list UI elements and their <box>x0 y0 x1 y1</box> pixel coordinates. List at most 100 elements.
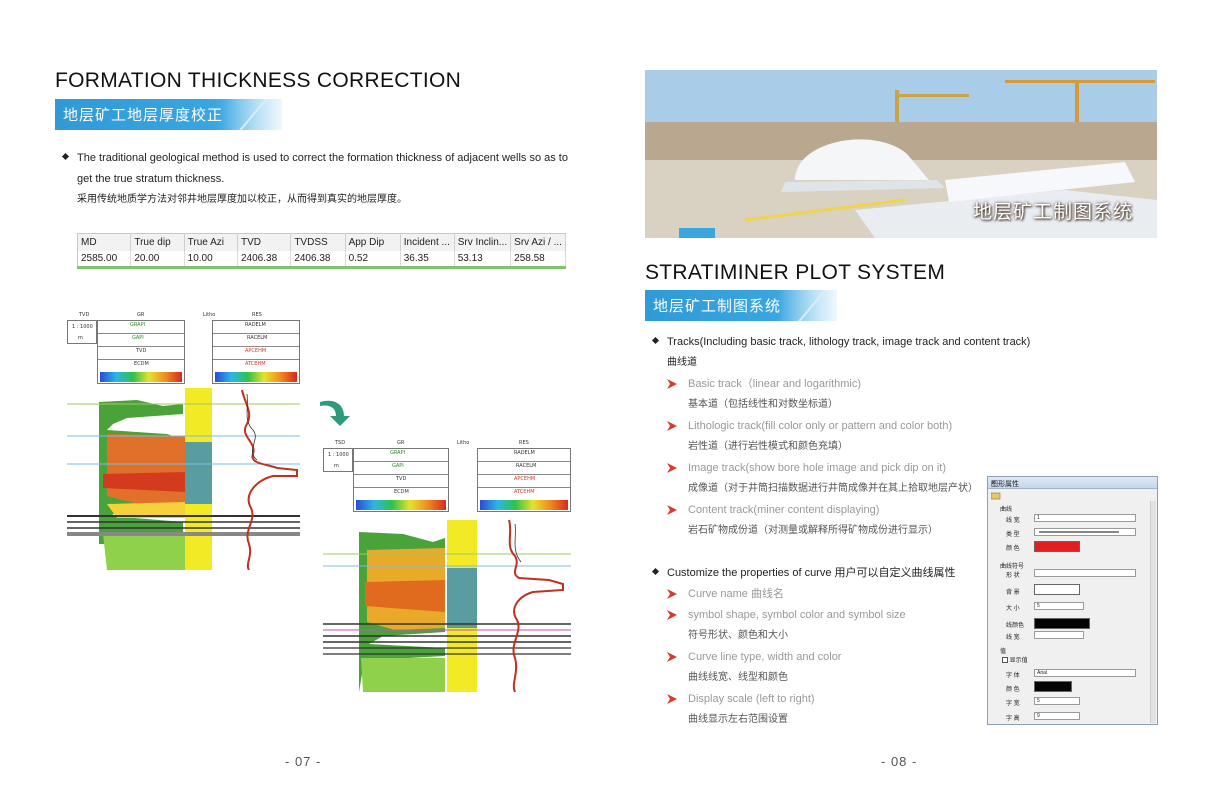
hdr-line <box>478 487 570 488</box>
log2-unit: m <box>334 463 339 469</box>
col-incident[interactable]: Incident ... <box>400 233 455 251</box>
close-icon[interactable]: × <box>991 478 996 487</box>
cell-true-azi: 10.00 <box>184 250 238 268</box>
log1-curve-apc: APCEHM <box>245 348 267 354</box>
col-app-dip[interactable]: App Dip <box>345 233 401 251</box>
section-title-plot: STRATIMINER PLOT SYSTEM <box>645 261 946 284</box>
chevron-right-icon <box>667 694 677 704</box>
hdr-line <box>98 333 184 334</box>
hdr-line <box>478 474 570 475</box>
cell-md: 2585.00 <box>77 250 132 268</box>
log1-col-litho: Litho <box>203 312 216 318</box>
label-font: 字 体 <box>1006 673 1020 679</box>
page-07: FORMATION THICKNESS CORRECTION 地层矿工地层厚度校… <box>0 0 603 811</box>
line-sample-icon <box>1039 531 1119 533</box>
log2-col-litho: Litho <box>457 440 470 446</box>
label-curve-color: 颜 色 <box>1006 546 1020 552</box>
curve-item-en: Display scale (left to right) <box>688 693 815 705</box>
font-width-stepper[interactable]: 5 <box>1034 697 1080 705</box>
banner-fade <box>777 290 837 321</box>
col-md[interactable]: MD <box>77 233 132 251</box>
log2-tracks-graphic <box>323 512 571 692</box>
track-item-cn: 岩性道（进行岩性模式和颜色充填） <box>688 441 848 452</box>
chevron-right-icon <box>667 421 677 431</box>
show-value-checkbox[interactable]: 显示值 <box>1002 655 1028 664</box>
symbol-shape-select[interactable] <box>1034 569 1136 577</box>
chevron-right-icon <box>667 652 677 662</box>
log2-gr-header: GRAPI GAPI TVD ECDM <box>353 448 449 512</box>
banner-text: 地层矿工地层厚度校正 <box>63 107 224 124</box>
hdr-line <box>354 487 448 488</box>
track-item-en: Lithologic track(fill color only or patt… <box>688 420 953 432</box>
bullet-icon <box>651 567 660 576</box>
cell-app-dip: 0.52 <box>345 250 401 268</box>
cell-srv-azi: 258.58 <box>510 250 566 268</box>
track-item-cn: 成像道（对于井筒扫描数据进行井筒成像并在其上拾取地层产状） <box>688 483 978 494</box>
col-true-azi[interactable]: True Azi <box>184 233 238 251</box>
bullet-text: Tracks(Including basic track, lithology … <box>667 336 1031 348</box>
curve-color-swatch[interactable] <box>1034 541 1080 552</box>
line-type-select[interactable] <box>1034 528 1136 536</box>
symbol-linecolor-swatch[interactable] <box>1034 618 1090 629</box>
symbol-bg-swatch[interactable] <box>1034 584 1080 595</box>
col-true-dip[interactable]: True dip <box>130 233 185 251</box>
line-width-stepper[interactable]: 1 <box>1034 514 1136 522</box>
log1-curve-gapi: GAPI <box>132 335 144 341</box>
log2-scale-box: 1 : 1000 m <box>323 448 353 472</box>
folder-icon[interactable] <box>991 492 1001 500</box>
label-symbol-linecolor: 线颜色 <box>1006 623 1025 629</box>
font-color-swatch[interactable] <box>1034 681 1072 692</box>
bullet-text: Customize the properties of curve 用户可以自定… <box>667 567 956 579</box>
log2-curve-grapi: GRAPI <box>390 450 406 456</box>
font-height-stepper[interactable]: 9 <box>1034 712 1080 720</box>
symbol-linewidth-stepper[interactable] <box>1034 631 1084 639</box>
bullet-text: The traditional geological method is use… <box>77 152 568 164</box>
bullet-icon <box>651 336 660 345</box>
section-banner-formation: 地层矿工地层厚度校正 <box>55 99 282 130</box>
col-srv-inclin[interactable]: Srv Inclin... <box>454 233 512 251</box>
construction-scene-image <box>645 70 1157 238</box>
cell-incident: 36.35 <box>400 250 455 268</box>
symbol-size-stepper[interactable]: 5 <box>1034 602 1084 610</box>
log1-scale: 1 : 1000 <box>72 324 93 330</box>
bullet-correction-en: The traditional geological method is use… <box>61 151 568 165</box>
section-title-formation: FORMATION THICKNESS CORRECTION <box>55 69 462 92</box>
col-srv-azi[interactable]: Srv Azi / ... <box>510 233 566 251</box>
label-symbol-linewidth: 线 宽 <box>1006 635 1020 641</box>
hdr-line <box>478 461 570 462</box>
label-symbol-shape: 形 状 <box>1006 573 1020 579</box>
curve-item-cn: 曲线线宽、线型和颜色 <box>688 672 788 683</box>
log1-curve-ecdm: ECDM <box>134 361 149 367</box>
table-row[interactable]: 2585.00 20.00 10.00 2406.38 2406.38 0.52… <box>77 250 566 268</box>
chevron-right-icon <box>667 379 677 389</box>
log2-curve-rac: RACELM <box>516 463 537 469</box>
dialog-scrollbar[interactable] <box>1150 501 1156 723</box>
track-item-cn: 基本道（包括线性和对数坐标道） <box>688 399 838 410</box>
log2-gr-colorbar <box>356 500 446 510</box>
dialog-title: 图形属性 <box>991 481 1019 488</box>
log2-curve-rad: RADELM <box>514 450 535 456</box>
log1-col-gr: GR <box>137 312 145 318</box>
page-08: 地层矿工制图系统 STRATIMINER PLOT SYSTEM 地层矿工制图系… <box>603 0 1207 811</box>
log2-curve-atc: ATCEHM <box>514 489 535 495</box>
chevron-right-icon <box>667 463 677 473</box>
bullet-correction-en-cont: get the true stratum thickness. <box>77 173 225 185</box>
log2-curve-ecdm: ECDM <box>394 489 409 495</box>
dialog-titlebar[interactable]: 图形属性 × <box>988 477 1157 489</box>
curve-item-en: Curve name 曲线名 <box>688 588 784 600</box>
log1-res-colorbar <box>215 372 297 382</box>
log1-unit: m <box>78 335 83 341</box>
well-log-before: TVD GR Litho RES 1 : 1000 m GRAPI GAPI T… <box>67 312 300 570</box>
font-field[interactable]: Arial <box>1034 669 1136 677</box>
checkbox-icon[interactable] <box>1002 657 1008 664</box>
photo-accent-tab <box>679 228 715 238</box>
log1-col-tvd: TVD <box>79 312 90 318</box>
col-tvd[interactable]: TVD <box>237 233 292 251</box>
track-item-en: Image track(show bore hole image and pic… <box>688 462 947 474</box>
log2-curve-tvd: TVD <box>396 476 407 482</box>
chevron-right-icon <box>667 610 677 620</box>
curved-arrow-icon <box>320 400 350 426</box>
curve-item-cn: 符号形状、颜色和大小 <box>688 630 788 641</box>
col-tvdss[interactable]: TVDSS <box>290 233 346 251</box>
log1-curve-grapi: GRAPI <box>130 322 146 328</box>
